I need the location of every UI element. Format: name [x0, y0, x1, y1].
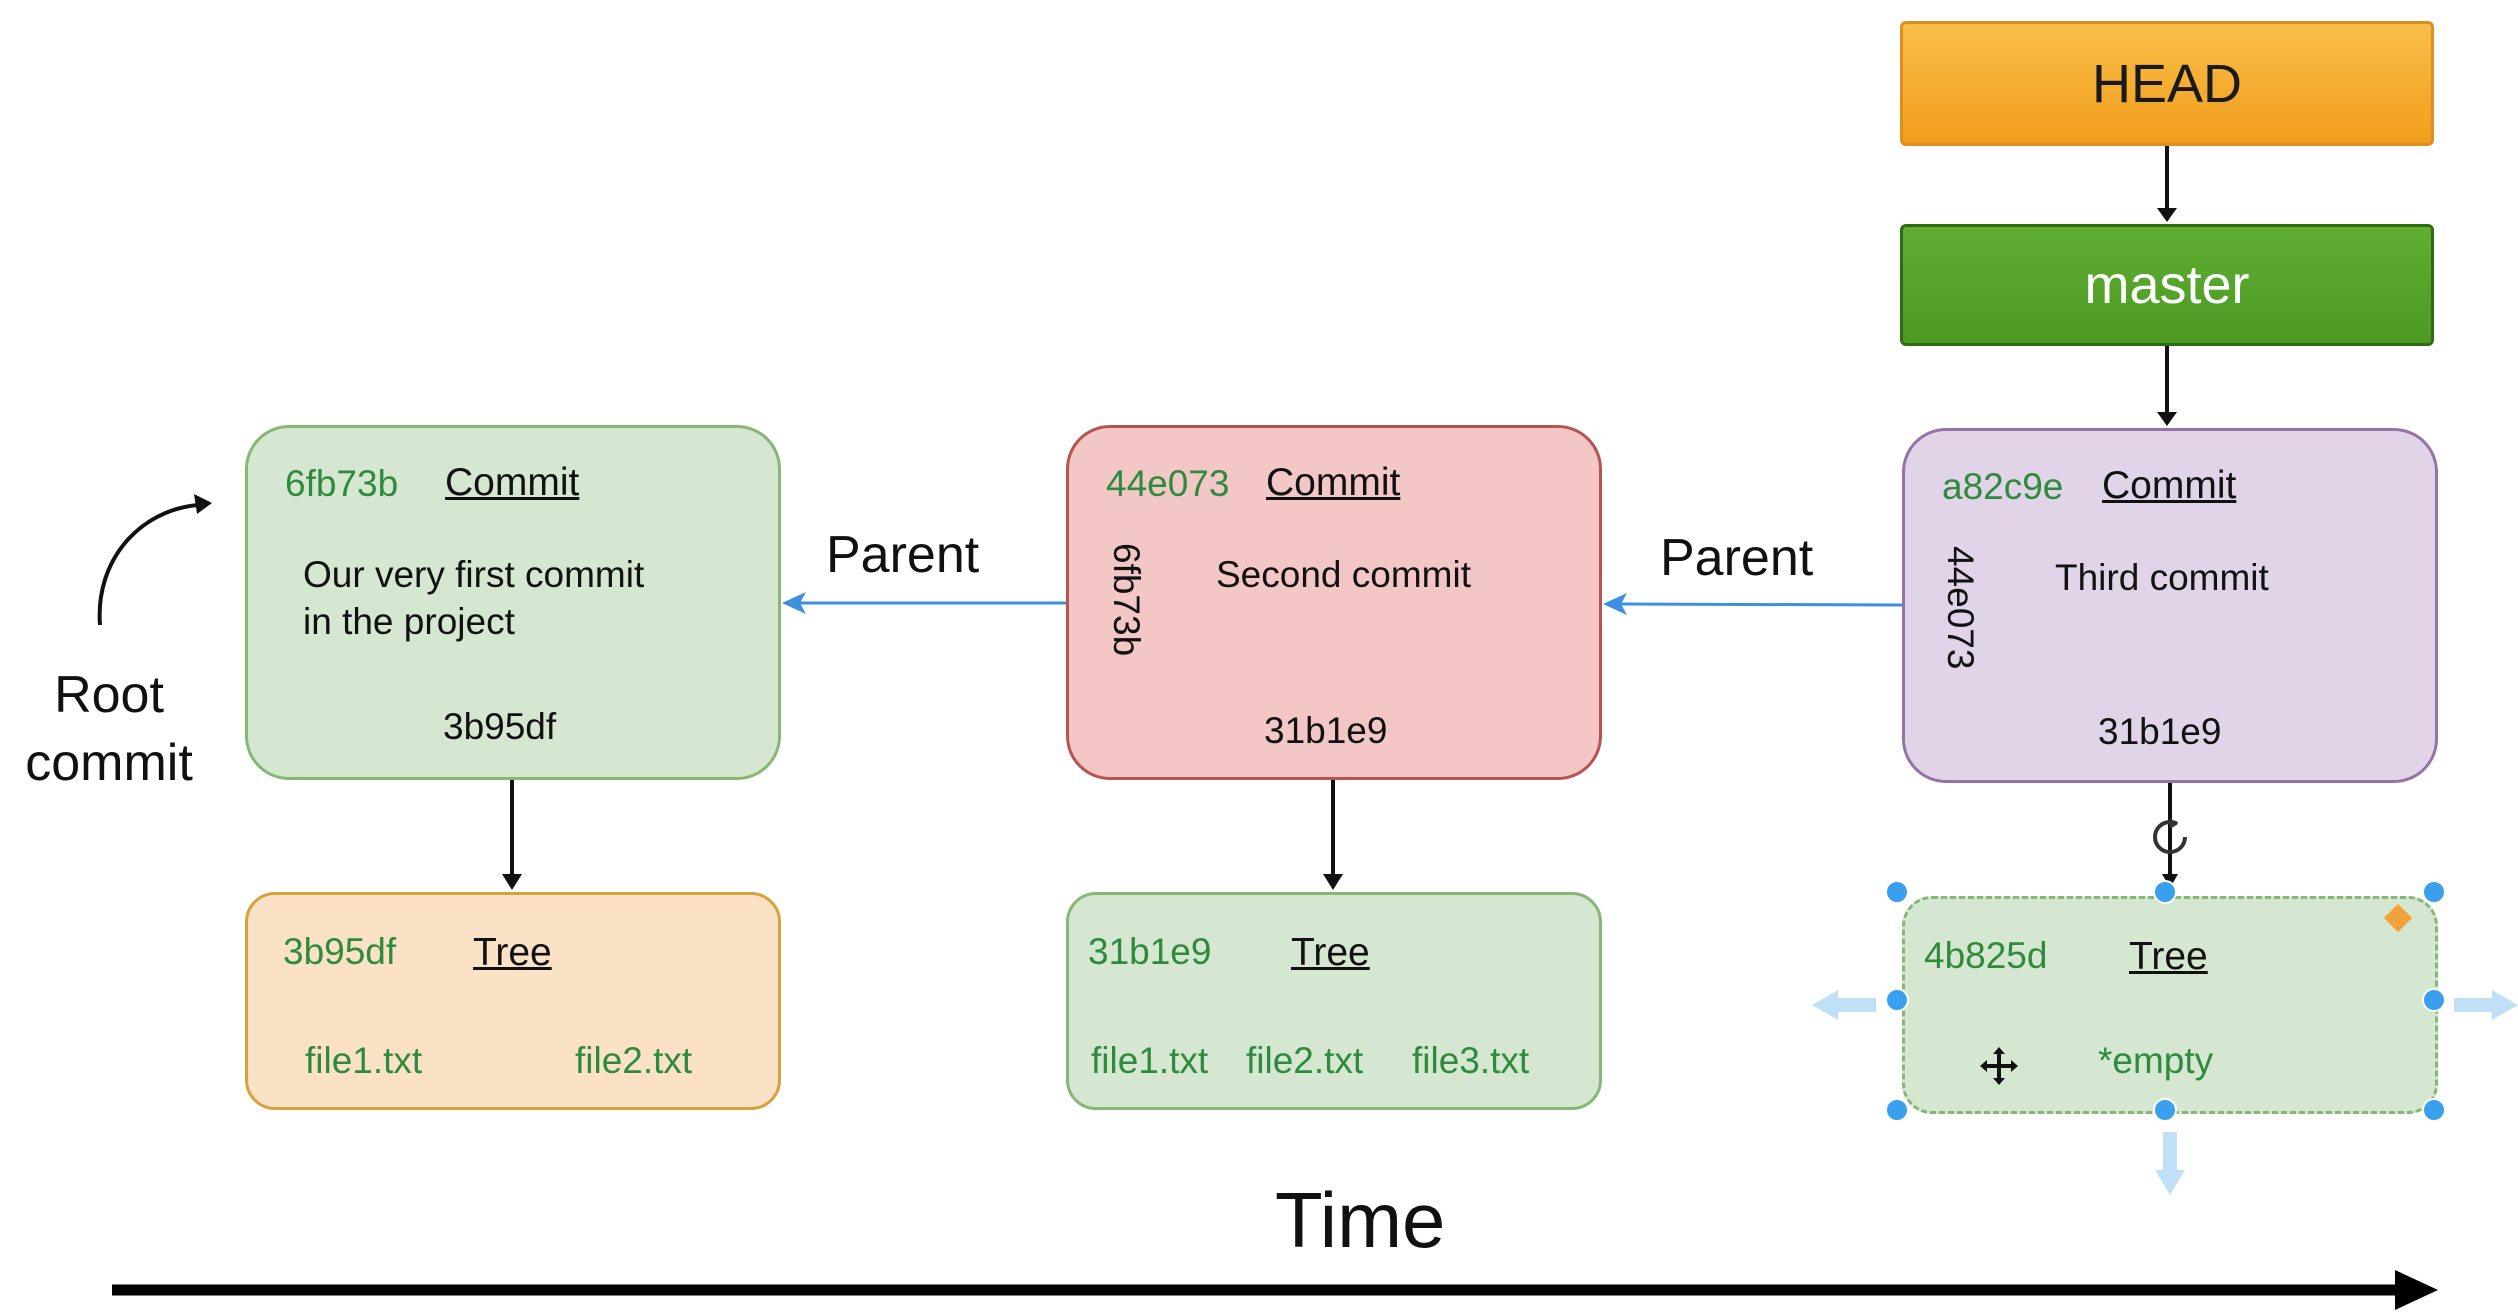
root-commit-label: Root commit — [14, 662, 204, 797]
root-commit-curved-arrow — [97, 503, 199, 626]
time-axis-arrowhead — [2395, 1270, 2438, 1310]
tree-node-1[interactable]: 3b95df Tree file1.txt file2.txt — [245, 892, 781, 1110]
parent-label-2: Parent — [1660, 529, 1814, 587]
parent-arrow-3-to-2 — [1619, 602, 1903, 607]
commit-hash: 6fb73b — [285, 463, 399, 504]
tree-file: *empty — [2098, 1040, 2214, 1081]
move-icon[interactable] — [1978, 1045, 2020, 1087]
commit2-to-tree-arrowhead — [1323, 874, 1343, 890]
tree-title: Tree — [1291, 931, 1370, 974]
selection-handle-bottom[interactable] — [2153, 1098, 2177, 1122]
tree-file: file3.txt — [1412, 1040, 1530, 1081]
commit-tree-ref: 3b95df — [443, 706, 557, 747]
parent-label-1: Parent — [826, 526, 980, 584]
commit-node-1[interactable]: 6fb73b Commit Our very first commit in t… — [245, 425, 781, 780]
resize-hint-left-icon[interactable] — [1812, 990, 1876, 1020]
commit-node-2[interactable]: 44e073 Commit 6fb73b Second commit 31b1e… — [1066, 425, 1602, 780]
tree-file: file2.txt — [1246, 1040, 1364, 1081]
tree-hash: 3b95df — [283, 931, 397, 972]
head-ref-box[interactable]: HEAD — [1900, 21, 2434, 146]
parent-arrowhead-2-to-1 — [782, 592, 806, 614]
resize-hint-bottom-icon[interactable] — [2155, 1132, 2185, 1195]
selection-handle-bottom-left[interactable] — [1885, 1098, 1909, 1122]
commit-message: Third commit — [2055, 557, 2269, 598]
commit-parent-ref: 6fb73b — [1106, 543, 1147, 657]
tree-title: Tree — [473, 931, 552, 974]
commit-node-3[interactable]: a82c9e Commit 44e073 Third commit 31b1e9 — [1902, 428, 2438, 783]
selection-handle-bottom-right[interactable] — [2422, 1098, 2446, 1122]
master-branch-box[interactable]: master — [1900, 224, 2434, 346]
commit-title: Commit — [445, 461, 580, 504]
commit-message: Second commit — [1216, 554, 1471, 595]
root-label-line1: Root — [54, 666, 164, 724]
time-axis-label: Time — [1275, 1176, 1446, 1264]
selection-handle-top-right[interactable] — [2422, 880, 2446, 904]
commit-tree-ref: 31b1e9 — [1264, 710, 1388, 751]
tree-file: file2.txt — [575, 1040, 693, 1081]
head-to-master-arrowhead — [2157, 208, 2177, 222]
head-label: HEAD — [2091, 53, 2243, 114]
selection-handle-left[interactable] — [1885, 988, 1909, 1012]
root-commit-arrowhead — [194, 494, 212, 514]
commit-hash: a82c9e — [1942, 466, 2064, 507]
master-label: master — [2084, 255, 2250, 315]
commit1-to-tree-arrowhead — [502, 874, 522, 890]
tree-hash: 4b825d — [1924, 935, 2048, 976]
commit-title: Commit — [2102, 464, 2237, 507]
selection-handle-top[interactable] — [2153, 880, 2177, 904]
commit-parent-ref: 44e073 — [1940, 546, 1981, 670]
commit-tree-ref: 31b1e9 — [2098, 711, 2222, 752]
root-label-line2: commit — [25, 733, 193, 792]
tree-hash: 31b1e9 — [1088, 931, 1212, 972]
selection-handle-right[interactable] — [2422, 988, 2446, 1012]
tree-title: Tree — [2129, 935, 2208, 978]
commit-title: Commit — [1266, 461, 1401, 504]
resize-hint-right-icon[interactable] — [2454, 990, 2518, 1020]
tree-node-2[interactable]: 31b1e9 Tree file1.txt file2.txt file3.tx… — [1066, 892, 1602, 1110]
selection-handle-top-left[interactable] — [1885, 880, 1909, 904]
commit-hash: 44e073 — [1106, 463, 1230, 504]
tree-file: file1.txt — [1091, 1040, 1209, 1081]
master-to-commit-arrowhead — [2157, 412, 2177, 426]
tree-file: file1.txt — [305, 1040, 423, 1081]
rotate-icon[interactable] — [2148, 815, 2192, 859]
parent-arrowhead-3-to-2 — [1603, 593, 1627, 615]
commit-message-line1: Our very first commit — [303, 554, 645, 595]
commit-message-line2: in the project — [303, 601, 515, 642]
